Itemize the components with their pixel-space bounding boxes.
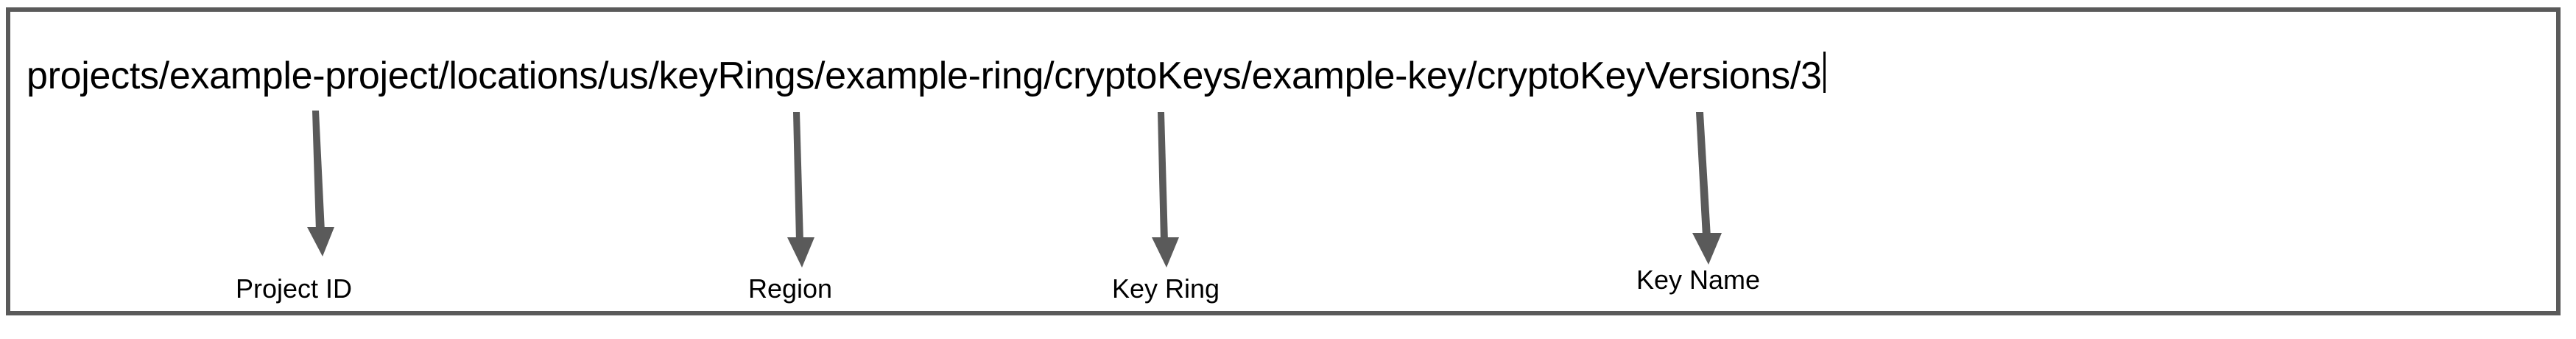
text-caret — [1823, 52, 1826, 93]
arrow-down-icon — [1692, 112, 1722, 265]
arrow-down-icon — [787, 112, 814, 268]
annotation-label-project-id: Project ID — [236, 273, 353, 304]
annotation-key-name — [1683, 111, 1756, 269]
annotation-key-ring — [1138, 111, 1204, 273]
arrow-down-icon — [307, 111, 334, 256]
annotation-region — [773, 111, 840, 273]
resource-path-field[interactable]: projects/example-project/locations/us/ke… — [27, 47, 1826, 99]
annotation-project-id — [295, 109, 361, 260]
annotation-label-region: Region — [748, 273, 833, 304]
path-frame-box: projects/example-project/locations/us/ke… — [6, 7, 2561, 315]
arrow-down-icon — [1152, 112, 1179, 268]
resource-path-text: projects/example-project/locations/us/ke… — [27, 55, 1822, 97]
annotation-label-key-ring: Key Ring — [1112, 273, 1220, 304]
annotation-label-key-name: Key Name — [1636, 265, 1761, 295]
